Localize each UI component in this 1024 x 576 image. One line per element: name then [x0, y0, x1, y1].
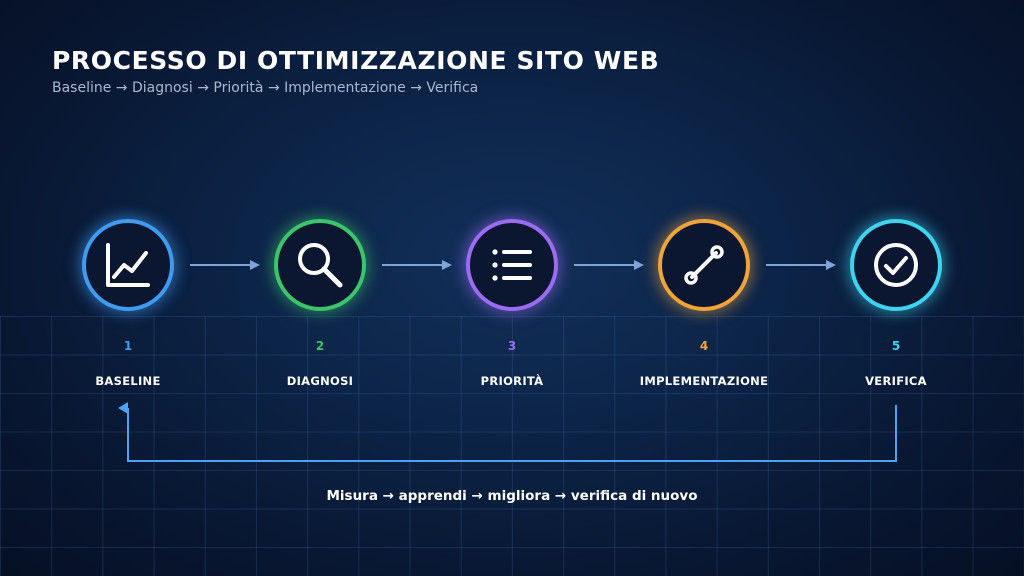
- step-label-priorita: PRIORITÀ: [480, 374, 544, 388]
- step-label-baseline: BASELINE: [95, 374, 161, 388]
- step-node-priorita: [466, 219, 558, 311]
- step-label-verifica: VERIFICA: [865, 374, 927, 388]
- page-subtitle: Baseline → Diagnosi → Priorità → Impleme…: [52, 80, 479, 96]
- search-icon: [298, 243, 343, 288]
- step-label-diagnosi: DIAGNOSI: [286, 374, 354, 388]
- step-number-5: 5: [891, 339, 901, 353]
- step-number-3: 3: [507, 339, 517, 353]
- page-title: PROCESSO DI OTTIMIZZAZIONE SITO WEB: [52, 46, 660, 75]
- wrench-icon: [684, 245, 724, 285]
- step-number-4: 4: [699, 339, 709, 353]
- step-node-diagnosi: [274, 219, 366, 311]
- list-icon: [492, 249, 532, 281]
- background-grid: [0, 316, 1024, 576]
- step-node-implementazione: [658, 219, 750, 311]
- check-circle-icon: [874, 243, 918, 287]
- line-chart-icon: [106, 243, 150, 287]
- step-node-verifica: [850, 219, 942, 311]
- loop-caption: Misura → apprendi → migliora → verifica …: [326, 488, 698, 504]
- step-label-implementazione: IMPLEMENTAZIONE: [639, 374, 769, 388]
- step-number-2: 2: [315, 339, 325, 353]
- step-node-baseline: [82, 219, 174, 311]
- step-number-1: 1: [123, 339, 133, 353]
